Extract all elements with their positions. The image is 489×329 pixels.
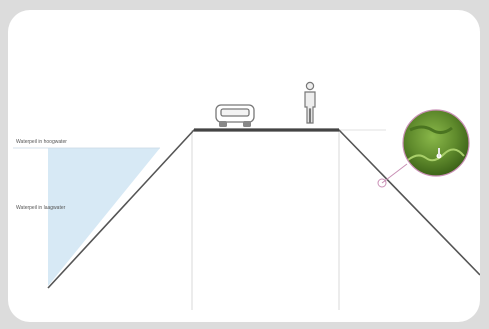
diagram-panel: Waterpeil in hoogwater Waterpeil in laag… [8,10,480,322]
lower-water-level-label: Waterpeil in laagwater [16,205,65,211]
magnified-grass-icon [403,110,469,176]
car-icon [216,105,254,127]
callout-line [382,164,407,183]
dike-cross-section-diagram [8,10,480,322]
water-area [48,148,160,286]
upper-water-level-label: Waterpeil in hoogwater [16,139,67,145]
person-icon [305,82,315,123]
